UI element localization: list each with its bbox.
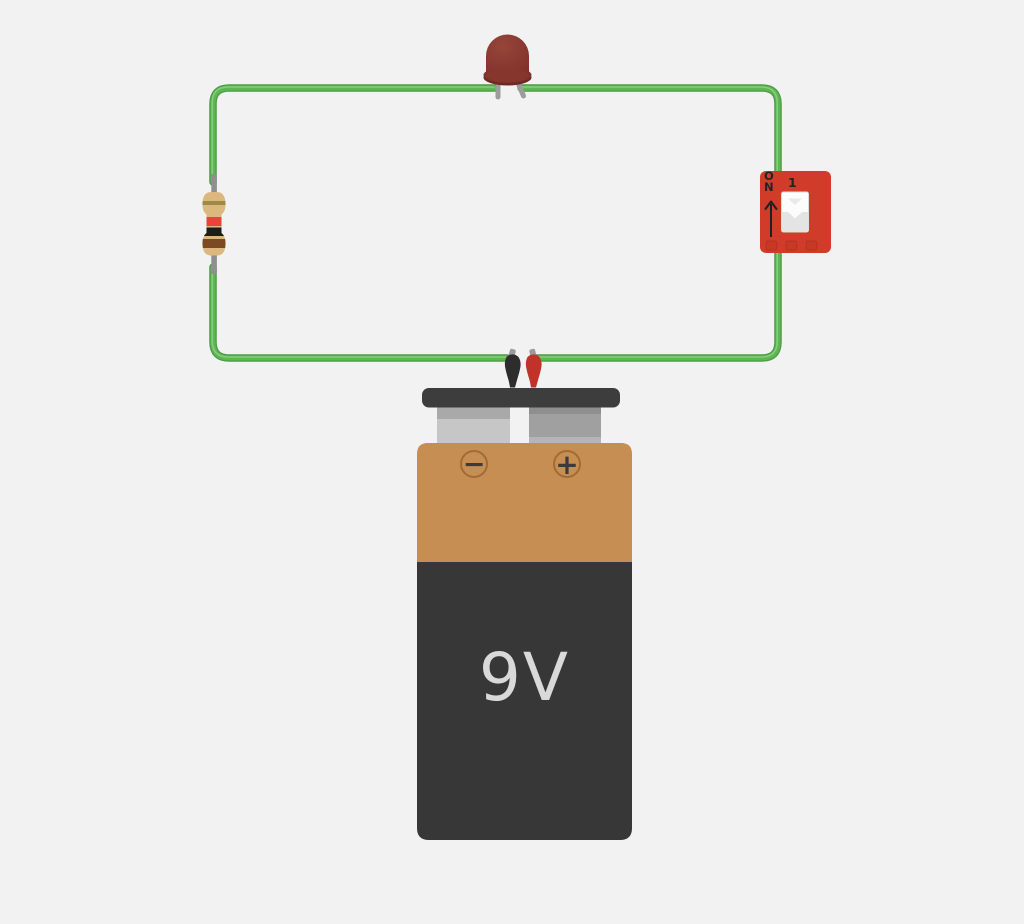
resistor-band-gold <box>202 201 226 205</box>
wire-shadow <box>517 84 782 362</box>
switch-slot-notch <box>788 198 802 205</box>
wire-segment-left[interactable] <box>209 84 511 362</box>
battery-negative-symbol: − <box>462 448 486 480</box>
resistor-band-red <box>202 217 226 226</box>
wire-highlight <box>519 86 778 358</box>
switch-knob <box>781 212 809 232</box>
led-component[interactable] <box>483 34 532 100</box>
battery-clip-positive[interactable] <box>525 348 542 388</box>
battery-case-top <box>417 443 632 562</box>
resistor-band-brown <box>202 239 226 248</box>
wire-highlight <box>211 86 495 182</box>
battery-connector-bar <box>422 388 620 408</box>
battery-voltage-label: 9V <box>478 639 571 716</box>
wire-segment-right[interactable] <box>517 84 782 362</box>
led-dome-base <box>486 69 529 82</box>
resistor-component[interactable] <box>199 174 229 274</box>
wire-core <box>210 264 510 361</box>
battery-terminal-positive <box>529 405 601 445</box>
switch-pin-mark <box>785 240 798 251</box>
clip-body <box>525 354 542 388</box>
battery-positive-symbol: + <box>555 447 579 481</box>
wire-core <box>210 85 498 185</box>
wire-shadow <box>209 263 511 362</box>
wire-core <box>518 85 781 361</box>
switch-on-label: ON <box>764 169 774 194</box>
wire-shadow <box>209 84 499 186</box>
battery-terminal-negative <box>437 405 510 445</box>
switch-knob-notch <box>788 212 802 219</box>
switch-pin-mark <box>765 240 778 251</box>
battery-component[interactable] <box>417 348 632 840</box>
switch-arrow-head-icon <box>764 200 778 210</box>
switch-pin-mark <box>805 240 818 251</box>
resistor-band-black <box>202 227 226 236</box>
led-dome <box>486 34 529 76</box>
switch-slider[interactable] <box>781 191 809 233</box>
clip-body <box>504 354 521 388</box>
wire-highlight <box>211 265 507 358</box>
positive-terminal-ring <box>553 450 581 478</box>
slide-switch-component[interactable] <box>760 171 831 253</box>
battery-clip-negative[interactable] <box>504 348 521 388</box>
negative-terminal-ring <box>460 450 488 478</box>
battery-sleeve <box>417 562 632 840</box>
switch-position-label: 1 <box>788 175 797 190</box>
